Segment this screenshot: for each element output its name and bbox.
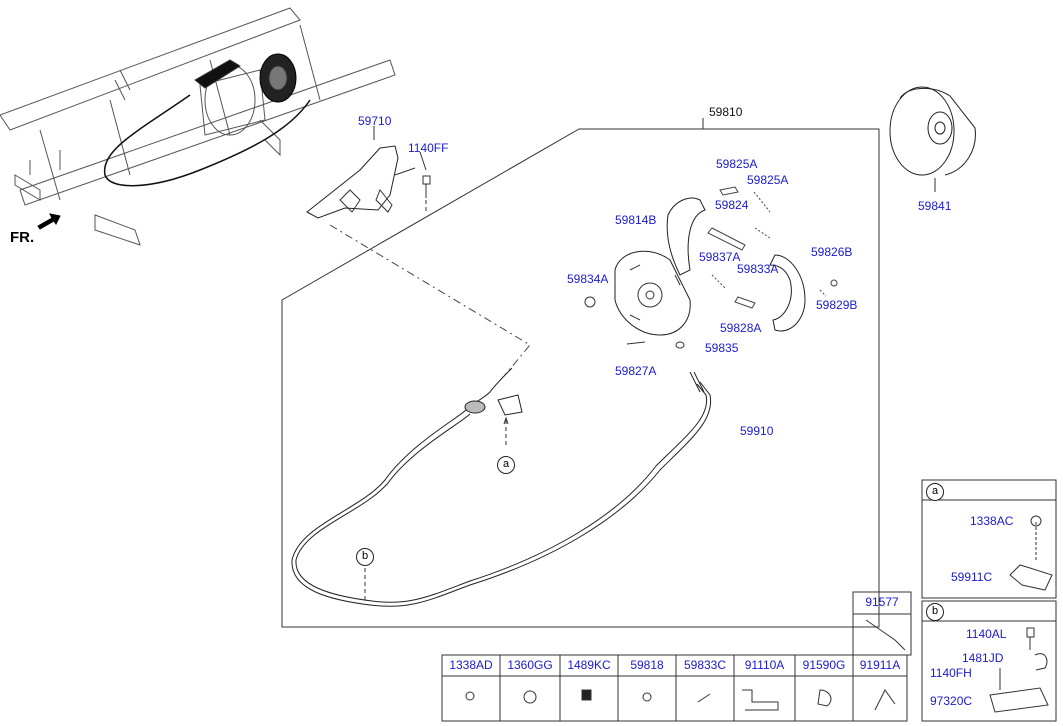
brake-drum-icon bbox=[889, 86, 976, 176]
part-91577: 91577 bbox=[865, 595, 899, 609]
parts-table-header: 1489KC bbox=[567, 658, 611, 672]
callout-59828A: 59828A bbox=[720, 321, 762, 335]
vehicle-frame-icon bbox=[0, 7, 396, 246]
parts-table-header: 91911A bbox=[859, 658, 901, 672]
front-arrow-icon bbox=[37, 213, 61, 230]
detail-a-part-1338AC: 1338AC bbox=[970, 514, 1014, 528]
parts-table-header: 1338AD bbox=[449, 658, 493, 672]
clip-ring-icon bbox=[523, 690, 537, 704]
callout-59814B: 59814B bbox=[615, 213, 657, 227]
parking-brake-cable-icon bbox=[291, 367, 712, 607]
detail-box-b bbox=[921, 600, 1057, 722]
clamp-icon bbox=[817, 689, 832, 707]
bolt-icon bbox=[422, 175, 431, 198]
callout-59833A: 59833A bbox=[737, 262, 779, 276]
strap-icon bbox=[865, 619, 906, 651]
detail-b-part-97320C: 97320C bbox=[930, 694, 973, 708]
plug-small-icon bbox=[642, 692, 652, 702]
callout-59825A-1: 59825A bbox=[716, 157, 758, 171]
callout-59829B: 59829B bbox=[816, 298, 858, 312]
callout-59841: 59841 bbox=[918, 199, 952, 213]
plug-icon bbox=[584, 296, 596, 308]
parts-table-header: 91590G bbox=[802, 658, 846, 672]
marker-a: a bbox=[497, 456, 515, 474]
bracket-icon bbox=[742, 689, 779, 711]
callout-59827A: 59827A bbox=[615, 364, 657, 378]
rear-drum-icon bbox=[194, 53, 297, 103]
brake-shoe-icon bbox=[666, 197, 806, 332]
parts-table-grid bbox=[441, 591, 912, 722]
detail-b-marker: b bbox=[926, 603, 944, 621]
parts-table-header: 59833C bbox=[683, 658, 727, 672]
parking-brake-lever-icon bbox=[306, 145, 416, 219]
front-orientation-label: FR. bbox=[10, 229, 35, 246]
detail-a-part-59911C: 59911C bbox=[951, 570, 993, 584]
nut-icon bbox=[465, 691, 475, 701]
parts-table-header: 59818 bbox=[630, 658, 664, 672]
detail-box-a bbox=[921, 479, 1057, 599]
parts-table-header: 1360GG bbox=[507, 658, 553, 672]
callout-59837A: 59837A bbox=[699, 250, 741, 264]
callout-59826B: 59826B bbox=[811, 245, 853, 259]
clip-icon bbox=[581, 689, 592, 701]
callout-59824: 59824 bbox=[715, 198, 749, 212]
screw-icon bbox=[697, 693, 711, 703]
detail-a-marker: a bbox=[926, 483, 944, 501]
vehicle-cable-route bbox=[103, 94, 311, 187]
callout-59710: 59710 bbox=[358, 114, 392, 128]
callout-59825A-2: 59825A bbox=[747, 173, 789, 187]
marker-b: b bbox=[356, 548, 374, 566]
assembly-outline bbox=[281, 128, 880, 628]
backing-plate-icon bbox=[614, 250, 691, 336]
detail-b-part-1140FH: 1140FH bbox=[930, 666, 972, 680]
callout-59910: 59910 bbox=[740, 424, 774, 438]
parts-table-header: 91110A bbox=[744, 658, 785, 672]
callout-59834A: 59834A bbox=[567, 272, 609, 286]
callout-59835: 59835 bbox=[705, 341, 739, 355]
callout-1140FF: 1140FF bbox=[408, 141, 449, 155]
detail-b-part-1140AL: 1140AL bbox=[966, 627, 1007, 641]
spring-icon bbox=[707, 186, 838, 309]
detail-b-part-1481JD: 1481JD bbox=[962, 651, 1004, 665]
callout-59810: 59810 bbox=[709, 105, 743, 119]
holder-icon bbox=[874, 689, 896, 711]
